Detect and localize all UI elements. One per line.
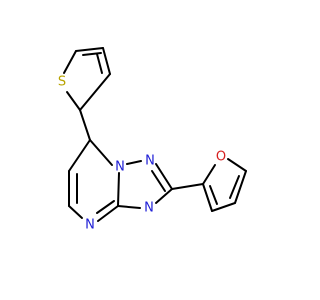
furan-oxygen-label: O: [216, 150, 226, 165]
pyrimidine-nitrogen-label: N: [85, 218, 95, 233]
bond-c3a-n-bridge: [117, 172, 120, 207]
sulfur-atom-label: S: [58, 75, 66, 90]
furan-ring: [202, 158, 247, 212]
triazole-nitrogen-top-label: N: [145, 154, 155, 169]
bond-n4-c3a-double: [96, 200, 115, 214]
bond-n-bridge-c7: [89, 139, 113, 166]
bridge-nitrogen-label: N: [115, 160, 125, 175]
bond-core-furan: [171, 183, 204, 190]
molecule-structure: S N N N N O: [0, 0, 300, 300]
bond-c3-c4: [102, 47, 111, 75]
bond-n3-c3a: [117, 205, 141, 209]
molecule-canvas: S N N N N O: [0, 0, 300, 300]
bond-c4-c5: [79, 73, 111, 111]
bond-s1-c2: [63, 50, 77, 74]
bond-f5-f4: [234, 170, 247, 204]
bond-f4-f3: [211, 202, 236, 212]
bond-c2-c3-double: [82, 52, 102, 56]
bond-f5-f4-double: [229, 175, 240, 199]
bond-f2-o1: [202, 164, 216, 185]
triazole-ring: [117, 160, 173, 209]
bond-o1-f5: [227, 158, 247, 172]
bond-c2-n3: [155, 188, 173, 204]
bond-c5-n4: [68, 205, 83, 219]
bond-n1-c2: [155, 163, 173, 190]
bond-thiophene-core: [79, 109, 91, 141]
bond-n4-c3a: [97, 205, 119, 222]
triazole-nitrogen-right-label: N: [144, 201, 154, 216]
bond-c2-c3: [75, 47, 104, 52]
bond-c7-c6: [68, 139, 91, 172]
bond-n1-c2-double: [151, 170, 166, 192]
thiophene-ring: [63, 47, 111, 111]
bond-c3-c4-double: [96, 53, 103, 74]
bond-c5-s1: [66, 91, 81, 111]
bond-n-bridge-n1: [126, 160, 142, 165]
bond-f3-f2-inner: [209, 185, 218, 205]
bond-f3-f2: [202, 183, 213, 212]
pyrimidine-ring: [68, 139, 120, 222]
background: [0, 0, 300, 300]
